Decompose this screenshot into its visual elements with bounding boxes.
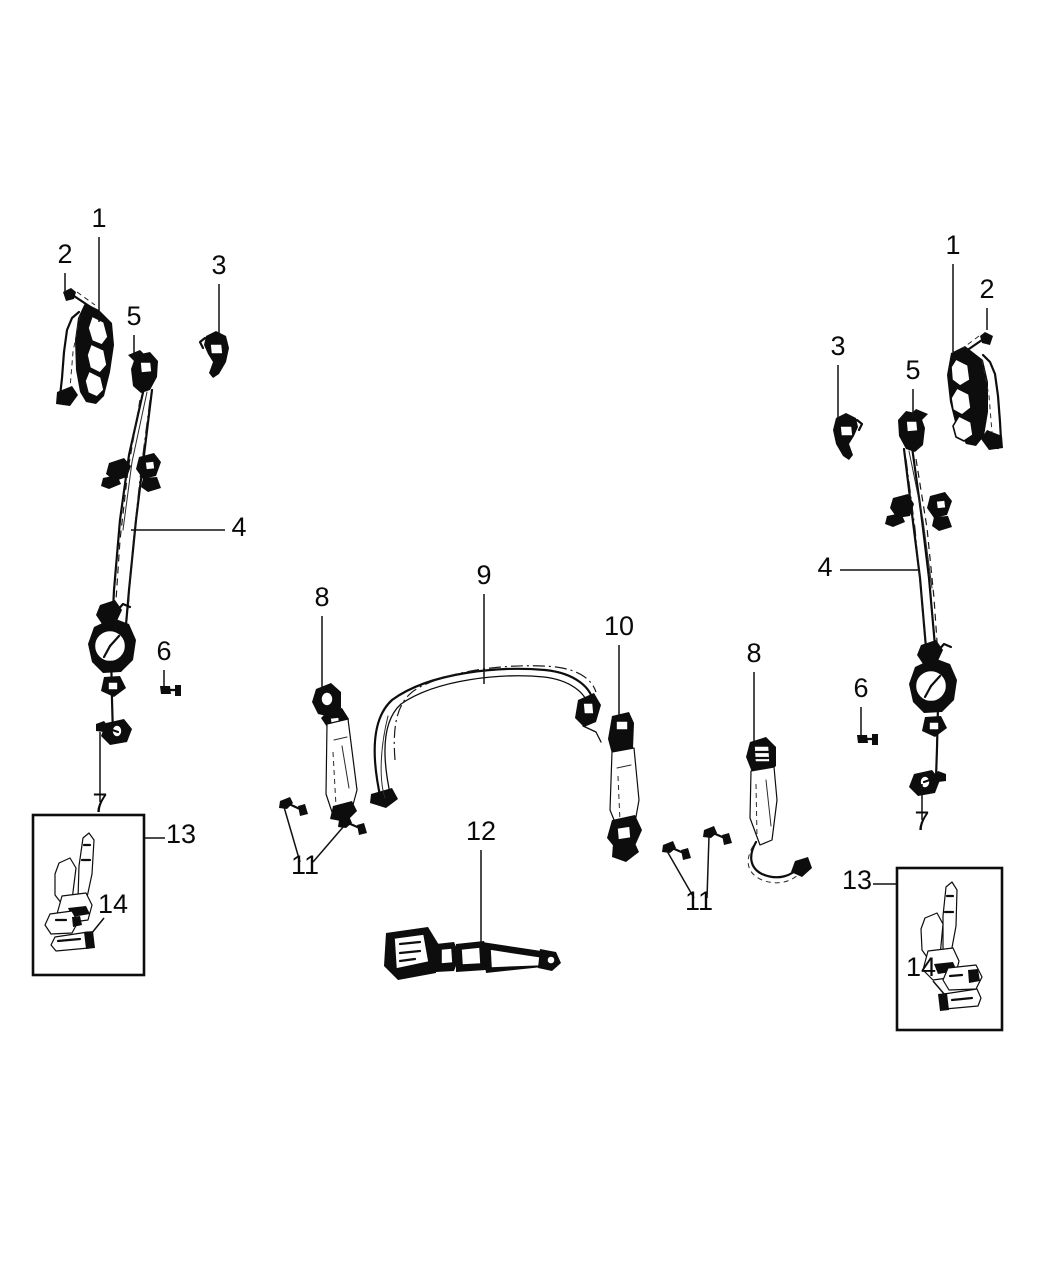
- part-3-turning-loop-cover-left: [198, 331, 229, 378]
- bolt-11-lb: [338, 816, 367, 835]
- part-6-bolt-left: [160, 685, 181, 696]
- left-front-belt-assembly: [56, 288, 229, 745]
- callout-5-left: 5: [126, 301, 141, 331]
- webbing-guide-right-b: [927, 492, 952, 531]
- leader-14-right: [932, 980, 946, 996]
- part-8-rear-belt-buckle-right: [746, 737, 812, 884]
- bolt-11-rb: [703, 826, 732, 845]
- callout-6-right: 6: [853, 673, 868, 703]
- part-2-anchor-bolt-left: [63, 288, 96, 310]
- callout-3-right: 3: [830, 331, 845, 361]
- part-4-webbing-left: [109, 386, 154, 737]
- part-12-rear-center-buckle: [384, 927, 561, 980]
- webbing-guide-left-a: [101, 458, 131, 489]
- inset-right-box: [895, 866, 1004, 1032]
- callout-8-right-center: 8: [746, 638, 761, 668]
- callout-8-left-center: 8: [314, 582, 329, 612]
- part-11-bolts-right: [662, 826, 732, 860]
- retractor-right: [909, 640, 957, 737]
- callout-12: 12: [466, 816, 496, 846]
- part-5-turning-loop-right: [898, 409, 928, 452]
- callout-13-left: 13: [166, 819, 196, 849]
- webbing-guide-left-b: [136, 453, 161, 492]
- part-7-bolt-right: [922, 771, 946, 784]
- callout-9: 9: [476, 560, 491, 590]
- part-11-bolts-left: [279, 797, 367, 835]
- right-front-belt-assembly: [833, 332, 1003, 796]
- leader-11-right-a: [666, 850, 695, 899]
- part-9-rear-webbing-arch: [370, 665, 602, 808]
- callout-4-left: 4: [231, 512, 246, 542]
- callout-3-left: 3: [211, 250, 226, 280]
- inset-left-buckle: [44, 832, 95, 935]
- callout-6-left: 6: [156, 636, 171, 666]
- callout-14-left: 14: [98, 889, 128, 919]
- bolt-11-ra: [662, 841, 691, 860]
- inset-right-part-14-bolt: [938, 988, 982, 1011]
- callout-10: 10: [604, 611, 634, 641]
- callout-1-left: 1: [91, 203, 106, 233]
- rear-belt-group: [279, 665, 812, 980]
- part-1-height-adjuster-left: [56, 288, 114, 406]
- part-2-anchor-bolt-right: [962, 332, 993, 353]
- callout-11-right: 11: [685, 886, 713, 916]
- part-3-turning-loop-cover-right: [833, 413, 864, 460]
- part-8-rear-belt-buckle-left: [312, 683, 358, 822]
- leader-11-left-b: [312, 825, 345, 863]
- callout-4-right: 4: [817, 552, 832, 582]
- webbing-guide-right-a: [885, 494, 914, 527]
- leader-14-left: [90, 917, 105, 935]
- callout-13-right: 13: [842, 865, 872, 895]
- part-7-bolt-left: [96, 721, 120, 734]
- callout-7-right: 7: [914, 806, 929, 836]
- part-6-bolt-right: [857, 734, 878, 745]
- callout-11-left: 11: [291, 850, 319, 880]
- inset-left-part-14-bolt: [50, 931, 95, 952]
- inset-left-box: [31, 813, 146, 977]
- part-5-turning-loop-left: [128, 350, 158, 393]
- retractor-left: [88, 600, 136, 697]
- callout-7-left: 7: [92, 788, 107, 818]
- callout-2-right: 2: [979, 274, 994, 304]
- leader-11-left-a: [283, 806, 301, 863]
- callout-14-right: 14: [906, 952, 936, 982]
- callout-2-left: 2: [57, 239, 72, 269]
- callout-5-right: 5: [905, 355, 920, 385]
- part-1-height-adjuster-right: [947, 332, 1003, 450]
- callout-1-right: 1: [945, 230, 960, 260]
- part-10-center-rear-belt: [607, 712, 642, 862]
- bolt-11-la: [279, 797, 308, 816]
- leader-11-right-b: [706, 835, 710, 899]
